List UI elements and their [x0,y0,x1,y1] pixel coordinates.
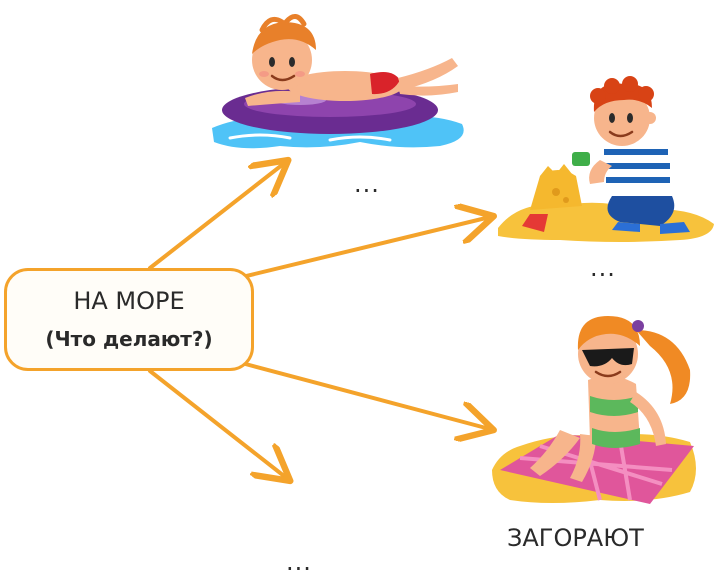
girl-sunbathing-illustration [492,316,696,504]
sandcastle-answer-placeholder: ... [590,254,616,282]
central-topic-box: НА МОРЕ (Что делают?) [4,268,254,371]
arrow-to-swimming [148,165,282,270]
sunbathing-answer-label: ЗАГОРАЮТ [507,524,644,552]
arrow-to-empty [148,369,284,476]
boy-sandcastle-illustration [498,76,714,242]
empty-branch-answer-placeholder: ... [286,548,312,576]
swimming-answer-placeholder: ... [354,170,380,198]
boy-swimming-illustration [212,14,464,149]
arrow-to-sandcastle [236,218,486,280]
arrow-to-sunbathing [236,360,486,428]
central-topic-title: НА МОРЕ [73,287,185,315]
central-topic-question: (Что делают?) [45,327,213,351]
arrows [148,165,486,476]
